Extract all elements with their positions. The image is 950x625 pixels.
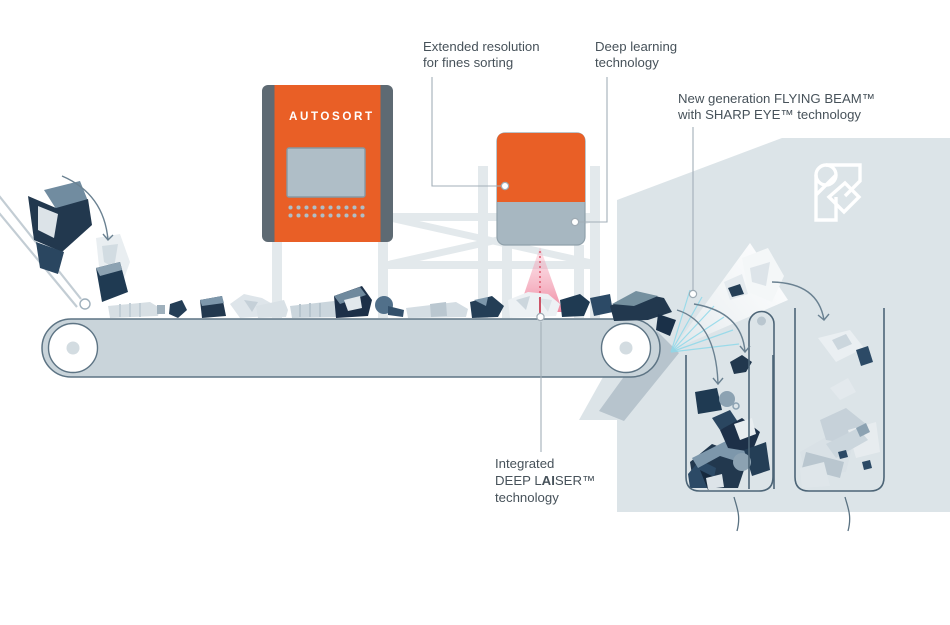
label-deep-laiser-line2: DEEP LAISER™: [495, 473, 595, 488]
label-flying-beam-line2: with SHARP EYE™ technology: [677, 107, 861, 122]
belt-waste-items: [108, 286, 676, 336]
bin-divider: [748, 310, 775, 489]
accept-bin-contents: [800, 378, 880, 488]
belt-roller-hub: [619, 341, 633, 355]
arrowhead-icon: [102, 233, 114, 242]
flying-beam-rays: [670, 289, 740, 353]
scanner-unit: [496, 132, 586, 246]
arrowhead-icon: [817, 313, 830, 321]
belt-roller-hub: [66, 341, 80, 355]
chute-waste-items: [28, 181, 130, 302]
laser-impact-point: [536, 297, 545, 322]
accept-bin: [794, 308, 885, 492]
label-connectors: [431, 77, 694, 452]
machine-screen: [286, 147, 366, 198]
label-deep-laiser-line3: technology: [495, 490, 559, 505]
label-deep-learning-line1: Deep learning: [595, 39, 677, 54]
label-deep-learning-line2: technology: [595, 55, 659, 70]
conveyor-belt: [41, 318, 661, 378]
label-deep-laiser-line1: Integrated: [495, 456, 554, 471]
scanner-leg: [574, 245, 584, 318]
frame-beam: [386, 261, 599, 269]
arrowhead-icon: [739, 345, 751, 354]
label-flying-beam-line1: New generation FLYING BEAM™: [678, 91, 875, 106]
label-extended-resolution-line1: Extended resolution: [423, 39, 540, 54]
connector-dots: [500, 181, 698, 299]
bins: [685, 308, 885, 492]
divider-dot: [757, 316, 766, 326]
trajectory-arrows: [61, 175, 830, 386]
frame-leg: [378, 242, 388, 318]
machine-indicator-dots: [288, 205, 365, 218]
reject-bin-contents: [688, 410, 770, 490]
frame-leg: [272, 242, 282, 318]
arrowhead-icon: [712, 377, 724, 386]
facility-logo-icon: [814, 163, 862, 222]
frame-beam: [386, 213, 599, 221]
bin-tails: [733, 496, 851, 532]
label-extended-resolution-line2: for fines sorting: [423, 55, 513, 70]
falling-items: [695, 284, 873, 414]
air-ejection-cone: [672, 243, 788, 350]
callout-labels: Extended resolution for fines sorting De…: [423, 39, 875, 505]
machine-title: AUTOSORT: [289, 110, 375, 123]
autosort-machine: AUTOSORT: [262, 85, 393, 242]
scanner-leg: [502, 245, 512, 318]
frame-post: [590, 166, 600, 318]
reject-bin: [685, 355, 774, 492]
